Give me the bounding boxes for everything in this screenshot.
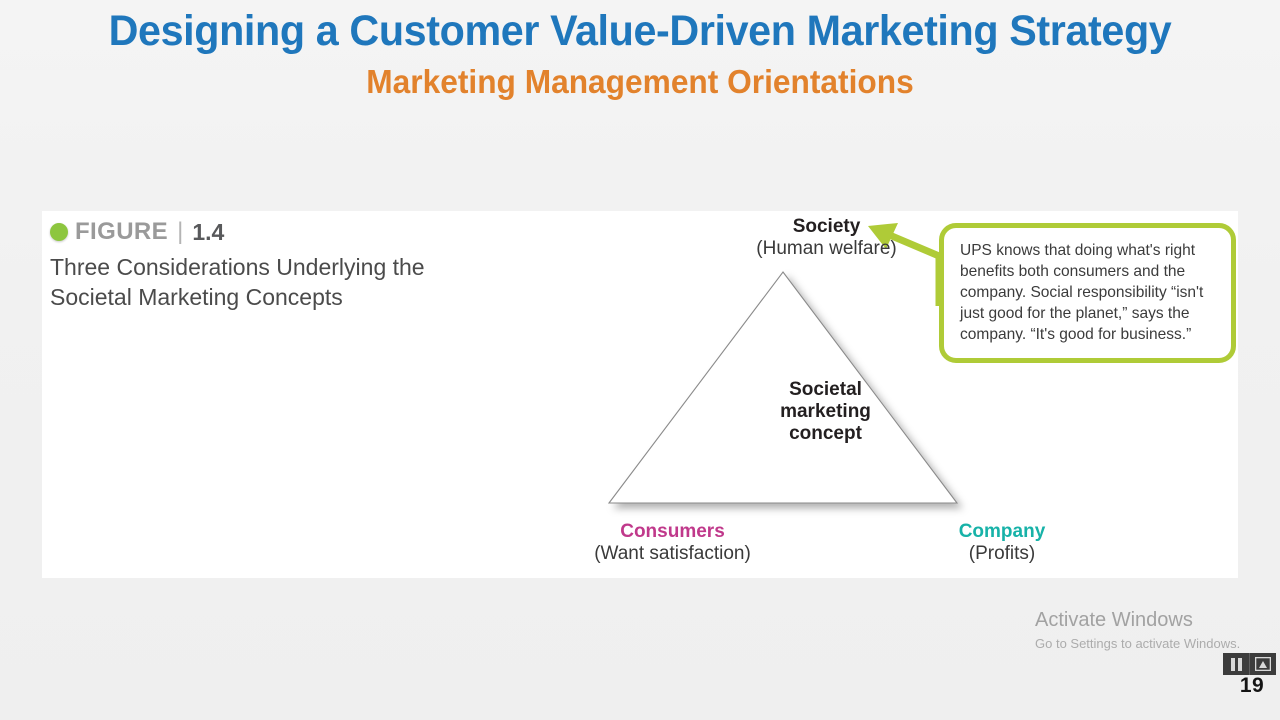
center-label-line2: marketing (780, 401, 871, 423)
slide-number: 19 (1239, 674, 1265, 697)
vertex-title-company: Company (958, 521, 1046, 542)
slide-header: Designing a Customer Value-Driven Market… (0, 7, 1280, 101)
callout-text: UPS knows that doing what's right benefi… (960, 242, 1204, 343)
vertex-title-consumers: Consumers (620, 521, 725, 542)
windows-activation-watermark: Activate Windows Go to Settings to activ… (1035, 608, 1275, 652)
figure-label: FIGURE (75, 218, 169, 245)
figure-panel: FIGURE | 1.4 Three Considerations Underl… (42, 211, 1238, 578)
vertex-label-company: Company (Profits) (877, 521, 1127, 566)
vertex-title-society: Society (792, 216, 861, 237)
pause-icon (1230, 657, 1242, 671)
figure-description: Three Considerations Underlying the Soci… (50, 254, 425, 311)
playback-controls[interactable] (1223, 653, 1276, 675)
playback-divider (1249, 653, 1250, 675)
figure-caption: FIGURE | 1.4 Three Considerations Underl… (50, 218, 470, 313)
vertex-subtitle-consumers: (Want satisfaction) (594, 543, 751, 565)
societal-marketing-diagram: Society (Human welfare) Consumers (Want … (42, 211, 1238, 578)
pause-button[interactable] (1223, 653, 1249, 675)
figure-heading: FIGURE | 1.4 (50, 218, 470, 246)
figure-number: 1.4 (192, 218, 225, 245)
vertex-label-society: Society (Human welfare) (684, 216, 969, 261)
callout-box: UPS knows that doing what's right benefi… (939, 223, 1236, 363)
triangle-shape (607, 271, 959, 504)
activation-title: Activate Windows (1035, 609, 1193, 631)
presentation-view-button[interactable] (1250, 653, 1276, 675)
vertex-subtitle-society: (Human welfare) (756, 238, 897, 260)
page-title: Designing a Customer Value-Driven Market… (108, 7, 1172, 55)
presentation-screen-icon (1255, 657, 1271, 671)
vertex-label-consumers: Consumers (Want satisfaction) (540, 521, 805, 566)
center-label-line3: concept (789, 423, 862, 445)
green-circle-bullet-icon (50, 223, 68, 241)
activation-subtitle: Go to Settings to activate Windows. (1035, 636, 1241, 651)
vertex-subtitle-company: (Profits) (968, 543, 1036, 565)
triangle-center-label: Societal marketing concept (718, 379, 933, 445)
page-subtitle: Marketing Management Orientations (366, 63, 914, 101)
figure-separator: | (177, 218, 184, 245)
center-label-line1: Societal (789, 379, 862, 400)
